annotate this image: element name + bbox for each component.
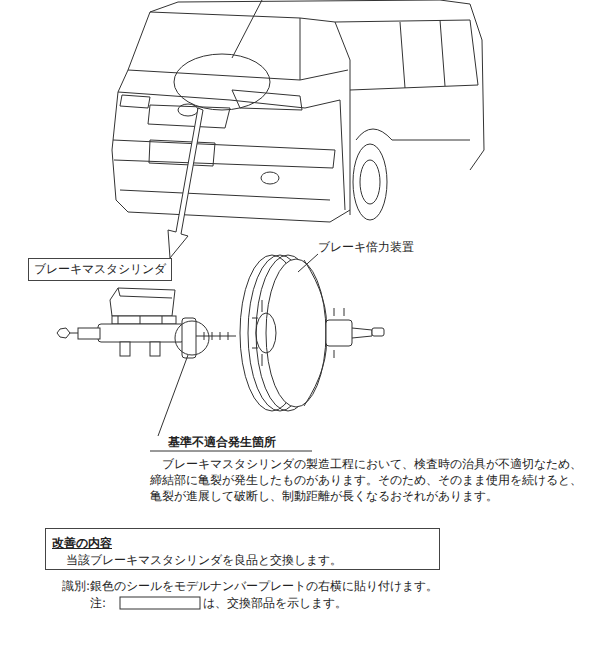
wheel [353,144,387,220]
drawing-stroke [334,308,344,358]
box-body: 当該ブレーキマスタシリンダを良品と交換します。 [52,552,433,569]
box-text: ブレーキマスタシリンダ [34,261,166,278]
drawing-stroke [120,190,330,200]
drawing-stroke [98,324,184,342]
improvement-box: 改善の内容当該ブレーキマスタシリンダを良品と交換します。 [45,528,440,570]
drawing-stroke [356,129,392,140]
drawing-stroke [300,18,301,80]
note-label: 注: [90,595,106,611]
underline [150,451,312,452]
drawing-stroke [110,288,175,316]
leader-line [232,0,262,58]
car-illustration [112,0,484,222]
drawing-stroke [150,12,350,60]
drawing-stroke [120,342,130,356]
defect-description: ブレーキマスタシリンダの製造工程において、検査時の治具が不適切なため、 締結部に… [150,456,592,504]
drawing-stroke [112,316,176,324]
drawing-stroke [78,328,100,339]
drawing-stroke [400,20,445,88]
drawing-stroke [335,20,478,90]
drawing-stroke [118,288,172,298]
drawing-stroke [360,160,380,204]
drawing-stroke [118,92,340,108]
drawing-stroke [120,95,150,108]
license-plate [149,140,215,166]
leader-line [298,254,318,272]
note-text: は、交換部品を示します。 [203,595,347,611]
drawing-stroke [304,260,327,406]
part-label-box: ブレーキマスタシリンダ [28,258,172,281]
flange [182,318,196,358]
box-heading: 改善の内容 [52,535,112,552]
drawing-stroke [392,140,470,141]
part-name: ブレーキ倍力装置 [318,239,414,255]
drawing-stroke [150,0,484,170]
defect-circle [175,321,209,355]
drawing-stroke [196,332,236,340]
identification-note: 識別:銀色のシールをモデルナンバープレートの右横に貼り付けます。 [62,578,438,594]
drawing-stroke [150,342,160,356]
master-cylinder-drawing [57,288,236,358]
drawing-stroke [266,259,326,407]
drawing-stroke [252,300,262,366]
drawing-stroke [326,320,352,346]
drawing-stroke [352,328,372,338]
drawing-stroke [148,105,230,128]
logo [178,104,198,116]
leader-line [158,355,188,436]
bumper [113,140,335,168]
brake-booster-drawing [240,255,384,411]
drawing-stroke [118,316,162,324]
drawing-stroke [128,70,348,80]
drawing-stroke [340,60,350,215]
drawing-stroke [372,328,384,336]
defect-heading: 基準不適合発生箇所 [168,434,276,450]
pointer-arrow [168,108,203,258]
fog-light [261,172,279,184]
drawing-stroke [112,12,350,222]
hood-circle [174,54,270,110]
legend-box-sample [120,597,200,609]
drawing-stroke [57,328,70,338]
drawing-stroke [256,313,276,353]
